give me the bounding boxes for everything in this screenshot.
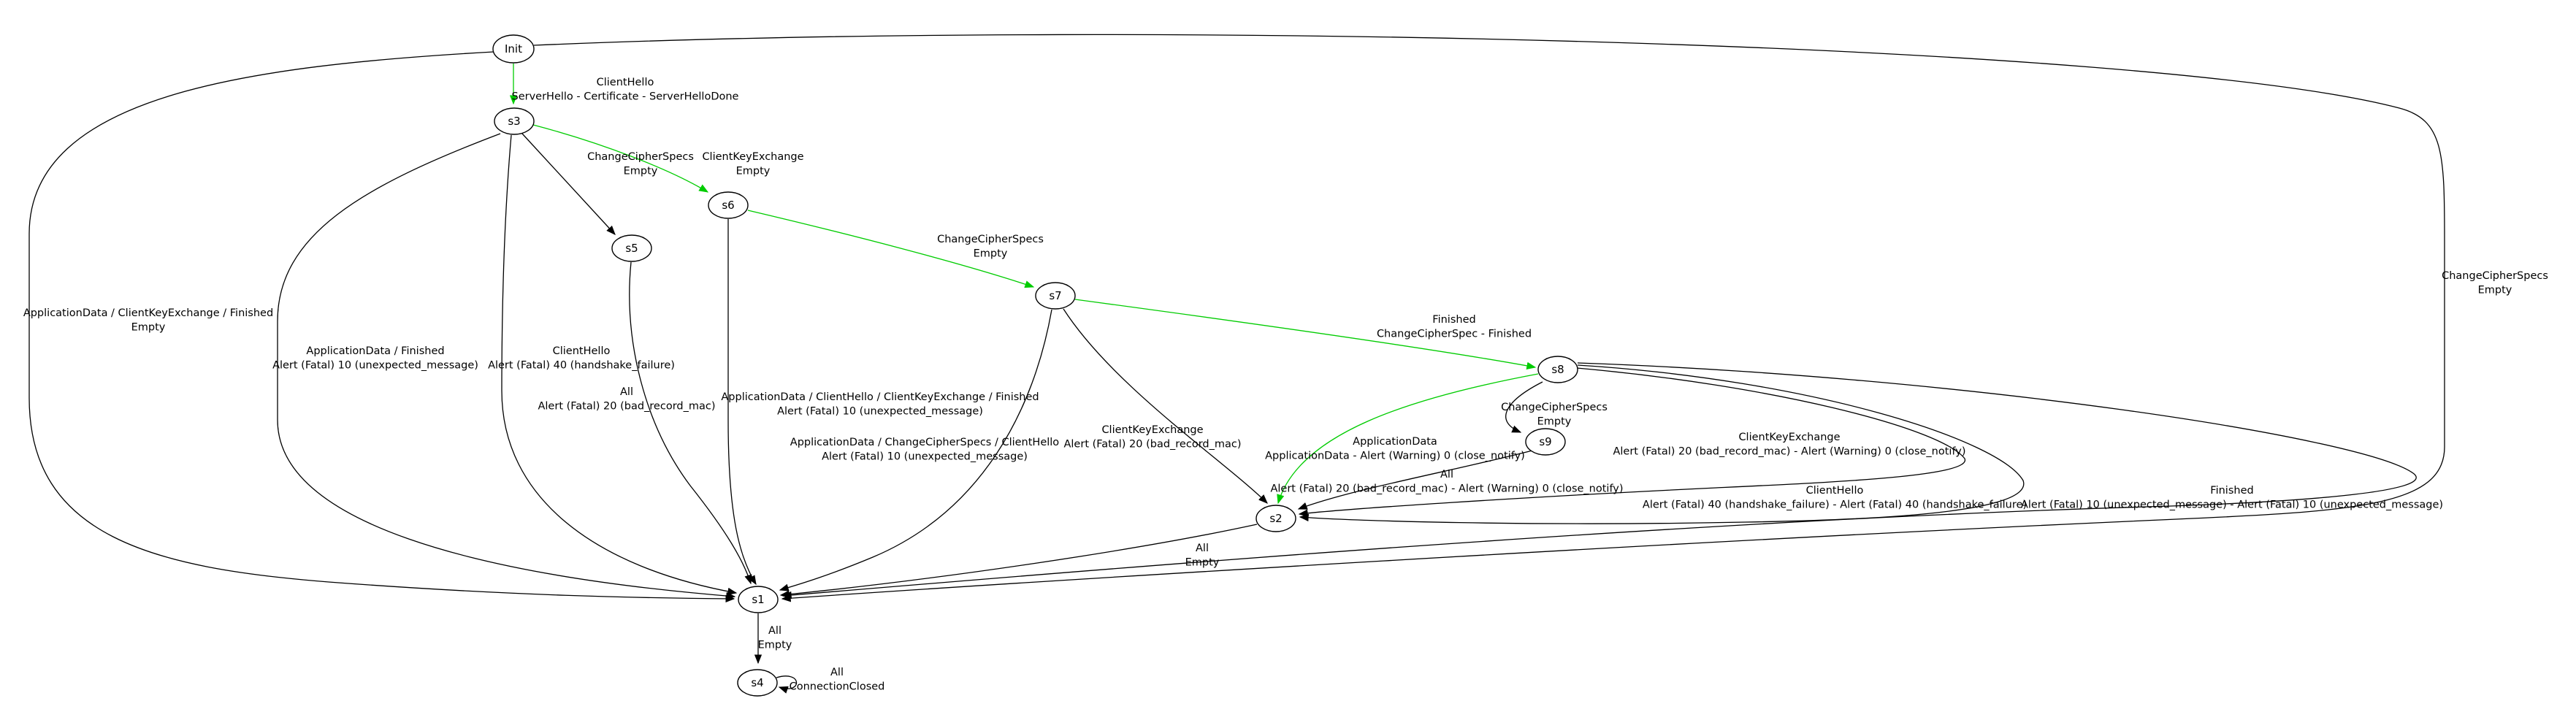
state-node-init: Init bbox=[492, 34, 535, 64]
state-ellipse-s3 bbox=[494, 107, 535, 135]
transition-edge-s5-s1 bbox=[629, 261, 752, 585]
state-label-s5: s5 bbox=[625, 242, 638, 255]
state-node-s4: s4 bbox=[737, 669, 778, 697]
state-node-s8: s8 bbox=[1537, 356, 1578, 383]
state-node-s9: s9 bbox=[1525, 428, 1566, 456]
edge-label-s4-s4-output: ConnectionClosed bbox=[790, 681, 885, 693]
state-node-s5: s5 bbox=[611, 234, 652, 262]
edge-label-s6-s7-input: ChangeCipherSpecs bbox=[937, 234, 1044, 245]
edge-label-s8-s2-output: ApplicationData - Alert (Warning) 0 (clo… bbox=[1265, 451, 1525, 462]
transition-edge-s6-s7 bbox=[747, 210, 1035, 288]
transition-edge-s8-s2 bbox=[1299, 364, 2025, 524]
state-ellipse-s2 bbox=[1255, 505, 1296, 532]
edge-label-s1-s4-output: Empty bbox=[758, 640, 792, 651]
state-label-s7: s7 bbox=[1049, 289, 1061, 302]
edge-label-s8-s1-output: Alert (Fatal) 10 (unexpected_message) - … bbox=[2021, 499, 2443, 511]
edge-label-init-s1-input: ApplicationData / ClientKeyExchange / Fi… bbox=[23, 307, 273, 319]
edge-label-init-s1-output: Empty bbox=[131, 322, 166, 334]
edge-label-s3-s5-output: Empty bbox=[624, 166, 658, 177]
edge-label-s2-s1-input: All bbox=[1196, 543, 1209, 554]
transition-edge-s3-s1 bbox=[501, 134, 738, 596]
edge-label-s5-s1-output: Alert (Fatal) 20 (bad_record_mac) bbox=[538, 401, 715, 413]
transition-edge-s8-s9 bbox=[1505, 381, 1543, 433]
transition-edge-s2-s1 bbox=[779, 524, 1258, 599]
state-ellipse-s7 bbox=[1035, 282, 1076, 310]
edge-label-s8-s2-output: Alert (Fatal) 40 (handshake_failure) - A… bbox=[1643, 499, 2027, 511]
edge-label-init-s1-input: ChangeCipherSpecs bbox=[2442, 270, 2548, 282]
state-label-s6: s6 bbox=[722, 199, 734, 212]
transition-edge-s6-s1 bbox=[727, 219, 757, 586]
edge-label-s7-s2-input: ClientKeyExchange bbox=[1101, 424, 1203, 436]
state-ellipse-s4 bbox=[737, 669, 778, 697]
transition-edge-s8-s2 bbox=[1277, 373, 1539, 505]
state-node-s7: s7 bbox=[1035, 282, 1076, 310]
edge-label-s5-s1-input: All bbox=[620, 386, 633, 398]
transition-edge-init-s1 bbox=[28, 51, 735, 603]
transition-edge-s8-s1 bbox=[781, 362, 2417, 600]
edge-label-s8-s2-output: Alert (Fatal) 20 (bad_record_mac) - Aler… bbox=[1613, 446, 1965, 458]
edge-label-s9-s2-input: All bbox=[1440, 469, 1453, 480]
transition-edge-s9-s2 bbox=[1297, 450, 1533, 510]
state-label-s8: s8 bbox=[1551, 363, 1564, 376]
edge-label-s7-s8-input: Finished bbox=[1432, 314, 1475, 326]
state-label-s2: s2 bbox=[1269, 512, 1282, 525]
state-ellipse-s1 bbox=[738, 586, 779, 613]
transition-edge-s4-s4 bbox=[776, 675, 798, 694]
edge-label-init-s3-input: ClientHello bbox=[597, 77, 654, 88]
transition-edge-s3-s6 bbox=[532, 124, 709, 193]
state-ellipse-s6 bbox=[708, 191, 749, 219]
edges-layer bbox=[28, 34, 2445, 694]
transition-edge-s8-s2 bbox=[1298, 367, 1965, 517]
edge-label-s3-s5-input: ChangeCipherSpecs bbox=[587, 151, 694, 163]
transition-edge-s3-s5 bbox=[521, 133, 616, 235]
edge-label-s8-s2-input: ClientKeyExchange bbox=[1738, 432, 1840, 443]
edge-label-s9-s2-output: Alert (Fatal) 20 (bad_record_mac) - Aler… bbox=[1270, 483, 1623, 495]
edge-label-s8-s9-input: ChangeCipherSpecs bbox=[1501, 402, 1608, 413]
state-ellipse-s9 bbox=[1525, 428, 1566, 456]
state-node-s6: s6 bbox=[708, 191, 749, 219]
transition-edge-s7-s1 bbox=[779, 309, 1052, 591]
transition-edge-init-s1 bbox=[533, 34, 2445, 602]
edge-label-s6-s1-input: ApplicationData / ClientHello / ClientKe… bbox=[721, 391, 1039, 403]
state-label-s3: s3 bbox=[508, 115, 520, 128]
edge-label-s2-s1-output: Empty bbox=[1185, 557, 1220, 569]
edge-label-s8-s2-input: ApplicationData bbox=[1353, 436, 1437, 448]
state-label-s9: s9 bbox=[1539, 435, 1551, 448]
edge-label-s3-s1-input: ClientHello bbox=[553, 345, 611, 357]
state-ellipse-s5 bbox=[611, 234, 652, 262]
edge-label-s3-s6-output: Empty bbox=[736, 166, 771, 177]
edge-label-s3-s1-output: Alert (Fatal) 10 (unexpected_message) bbox=[272, 360, 478, 372]
edge-label-init-s1-output: Empty bbox=[2478, 285, 2512, 296]
edge-label-s7-s2-output: Alert (Fatal) 20 (bad_record_mac) bbox=[1063, 439, 1241, 451]
transition-edge-s7-s2 bbox=[1063, 308, 1268, 504]
edge-label-s7-s1-input: ApplicationData / ChangeCipherSpecs / Cl… bbox=[790, 437, 1060, 448]
edge-label-s7-s1-output: Alert (Fatal) 10 (unexpected_message) bbox=[822, 451, 1028, 463]
edge-label-s3-s1-input: ApplicationData / Finished bbox=[306, 345, 444, 357]
state-node-s2: s2 bbox=[1255, 505, 1296, 532]
state-ellipse-init bbox=[492, 34, 535, 64]
edge-label-s3-s6-input: ClientKeyExchange bbox=[702, 151, 803, 163]
state-node-s1: s1 bbox=[738, 586, 779, 613]
state-node-s3: s3 bbox=[494, 107, 535, 135]
edge-label-s6-s7-output: Empty bbox=[974, 248, 1008, 260]
edge-label-s8-s2-input: ClientHello bbox=[1806, 485, 1864, 497]
edge-label-s1-s4-input: All bbox=[768, 625, 781, 637]
nodes-layer: Init s3 s5 s6 s7 s8 s9 s2 s1 s4 bbox=[492, 34, 1578, 697]
edge-label-s4-s4-input: All bbox=[830, 667, 844, 678]
edge-label-init-s3-output: ServerHello - Certificate - ServerHelloD… bbox=[512, 91, 739, 103]
transition-edge-s3-s1 bbox=[277, 133, 736, 600]
edge-label-s8-s1-input: Finished bbox=[2210, 485, 2253, 497]
state-label-s4: s4 bbox=[751, 676, 763, 689]
transition-edge-s7-s8 bbox=[1074, 299, 1537, 369]
edge-label-s7-s8-output: ChangeCipherSpec - Finished bbox=[1377, 329, 1532, 340]
edge-label-s6-s1-output: Alert (Fatal) 10 (unexpected_message) bbox=[777, 406, 983, 418]
state-ellipse-s8 bbox=[1537, 356, 1578, 383]
edge-label-s8-s9-output: Empty bbox=[1537, 416, 1572, 428]
state-label-init: Init bbox=[505, 42, 522, 55]
state-label-s1: s1 bbox=[752, 593, 764, 606]
edge-label-s3-s1-output: Alert (Fatal) 40 (handshake_failure) bbox=[488, 360, 675, 372]
